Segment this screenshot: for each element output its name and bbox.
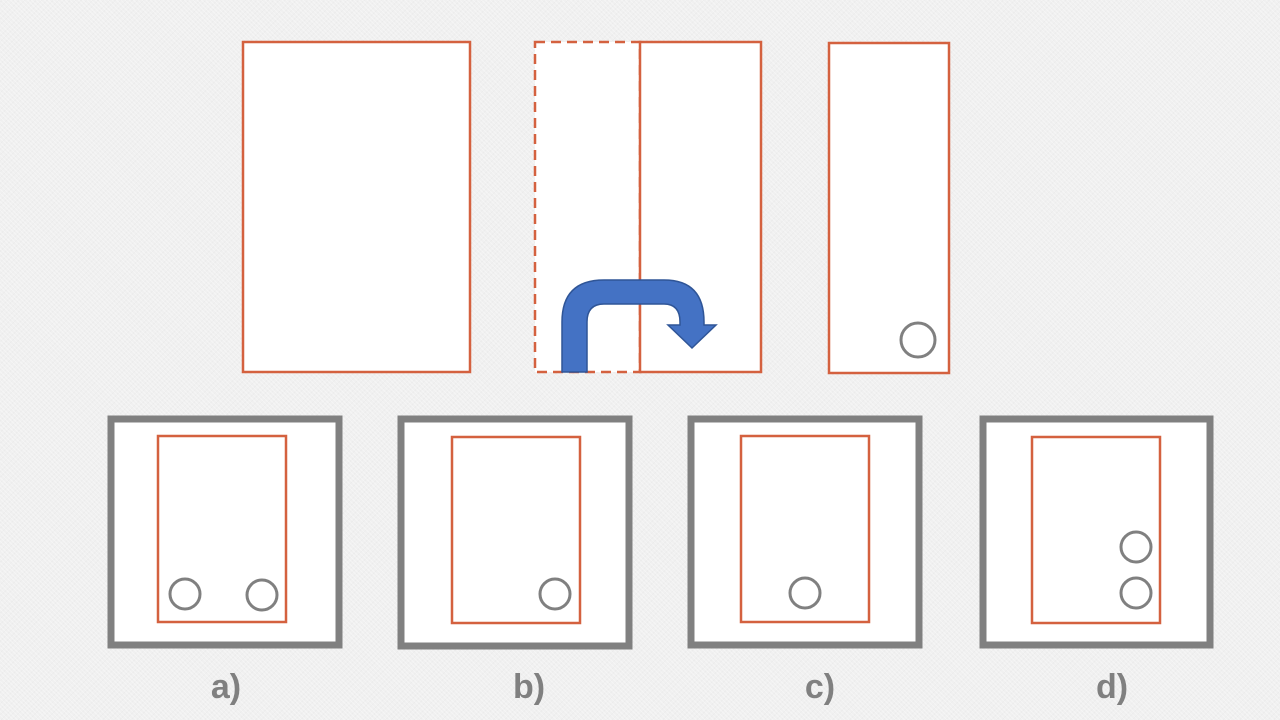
step1-full-paper (241, 40, 472, 374)
step3-punched (827, 41, 951, 375)
option-b[interactable] (397, 415, 633, 650)
step3-folded-paper (827, 41, 951, 375)
option-a[interactable] (107, 415, 343, 649)
punched-hole-icon (899, 321, 937, 359)
option-b-paper (450, 435, 582, 625)
option-c[interactable] (687, 415, 923, 649)
option-d[interactable] (979, 415, 1214, 649)
option-d-paper (1030, 435, 1162, 625)
option-a-paper (156, 434, 288, 624)
option-b-label: b) (512, 668, 546, 706)
curved-fold-arrow-icon (561, 279, 718, 373)
option-d-label: d) (1095, 668, 1129, 706)
option-d-hole-lower (1119, 576, 1153, 610)
option-c-hole (788, 576, 822, 610)
option-b-hole (538, 577, 572, 611)
step2-folding (533, 40, 763, 374)
option-a-label: a) (210, 668, 242, 706)
option-d-hole-upper (1119, 530, 1153, 564)
option-c-label: c) (804, 668, 836, 706)
option-a-hole-left (168, 577, 202, 611)
option-a-hole-right (245, 578, 279, 612)
option-c-paper (739, 434, 871, 624)
